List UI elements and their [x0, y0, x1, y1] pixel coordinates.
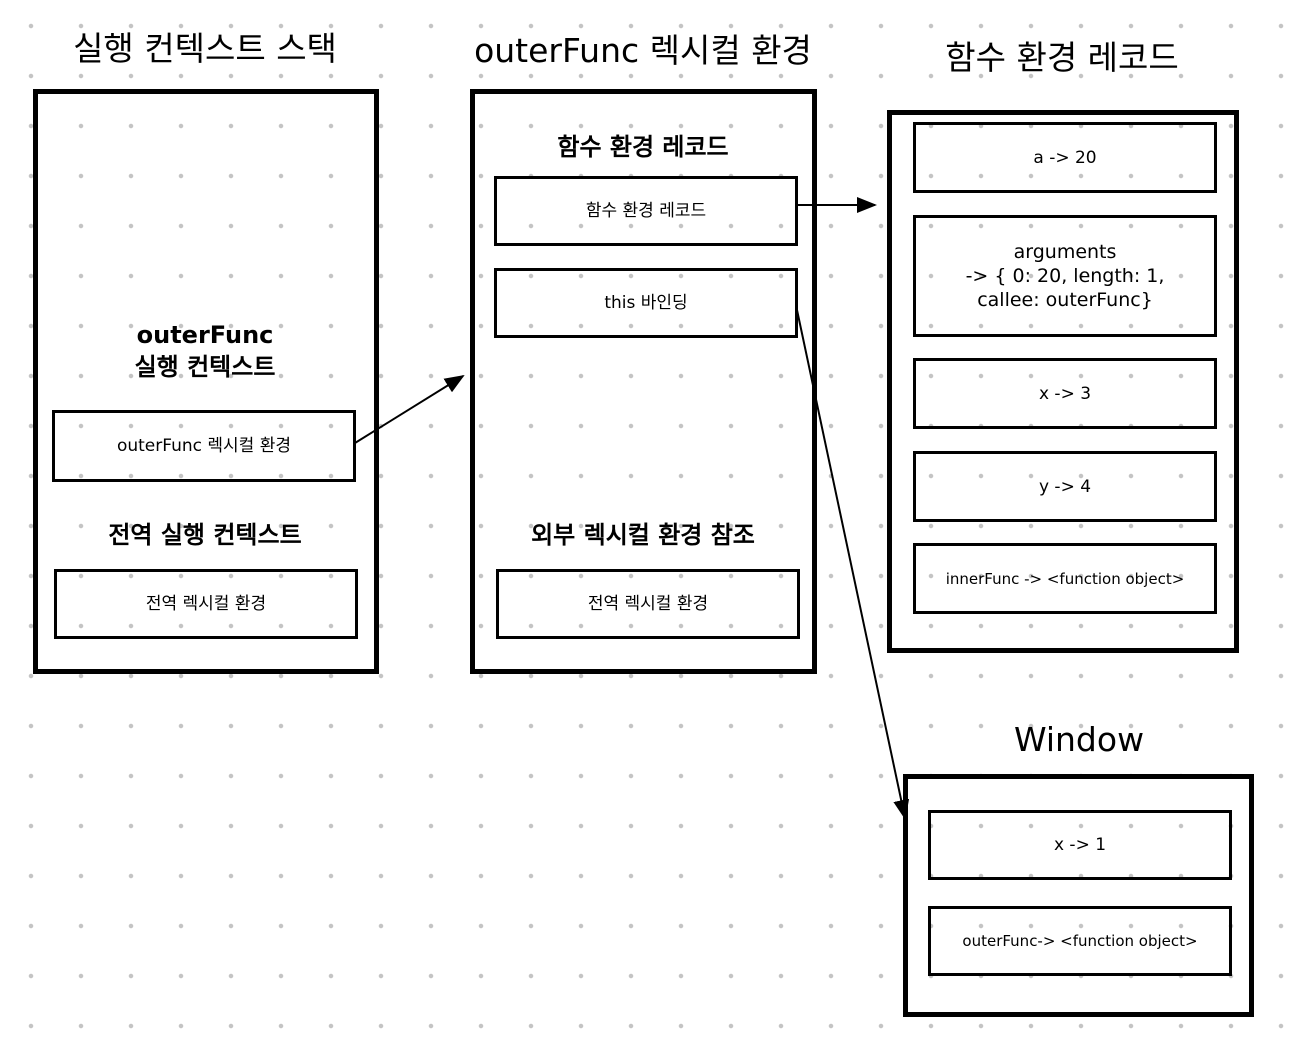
execution-context-stack [33, 89, 379, 674]
record-item[interactable]: y -> 4 [913, 451, 1217, 522]
function-environment-record [887, 110, 1239, 653]
outer-context-label-2: 실행 컨텍스트 [134, 353, 276, 381]
record-label: 함수 환경 레코드 [557, 133, 729, 161]
outer-reference-box[interactable]: 전역 렉시컬 환경 [496, 569, 800, 639]
global-context-label: 전역 실행 컨텍스트 [108, 521, 302, 549]
window-item[interactable]: outerFunc-> <function object> [928, 906, 1232, 976]
this-binding-box[interactable]: this 바인딩 [494, 268, 798, 338]
arrow-stack-to-lexical [354, 374, 465, 444]
stack-title: 실행 컨텍스트 스택 [73, 29, 337, 68]
record-item[interactable]: arguments -> { 0: 20, length: 1, callee:… [913, 215, 1217, 337]
record-item[interactable]: innerFunc -> <function object> [913, 543, 1217, 614]
record-item[interactable]: a -> 20 [913, 122, 1217, 193]
window-title: Window [1013, 720, 1145, 759]
lexical-env-title: outerFunc 렉시컬 환경 [474, 31, 812, 70]
outer-reference-label: 외부 렉시컬 환경 참조 [531, 521, 755, 549]
global-lexical-env-box[interactable]: 전역 렉시컬 환경 [54, 569, 358, 639]
arrow-this-to-window [796, 309, 910, 820]
record-title: 함수 환경 레코드 [945, 38, 1179, 77]
record-item[interactable]: x -> 3 [913, 358, 1217, 429]
outer-lexical-env-box[interactable]: outerFunc 렉시컬 환경 [52, 410, 356, 482]
outer-context-label: outerFunc [136, 321, 274, 349]
window-object [903, 774, 1254, 1017]
outer-lexical-environment [470, 89, 817, 674]
window-item[interactable]: x -> 1 [928, 810, 1232, 880]
record-box[interactable]: 함수 환경 레코드 [494, 176, 798, 246]
